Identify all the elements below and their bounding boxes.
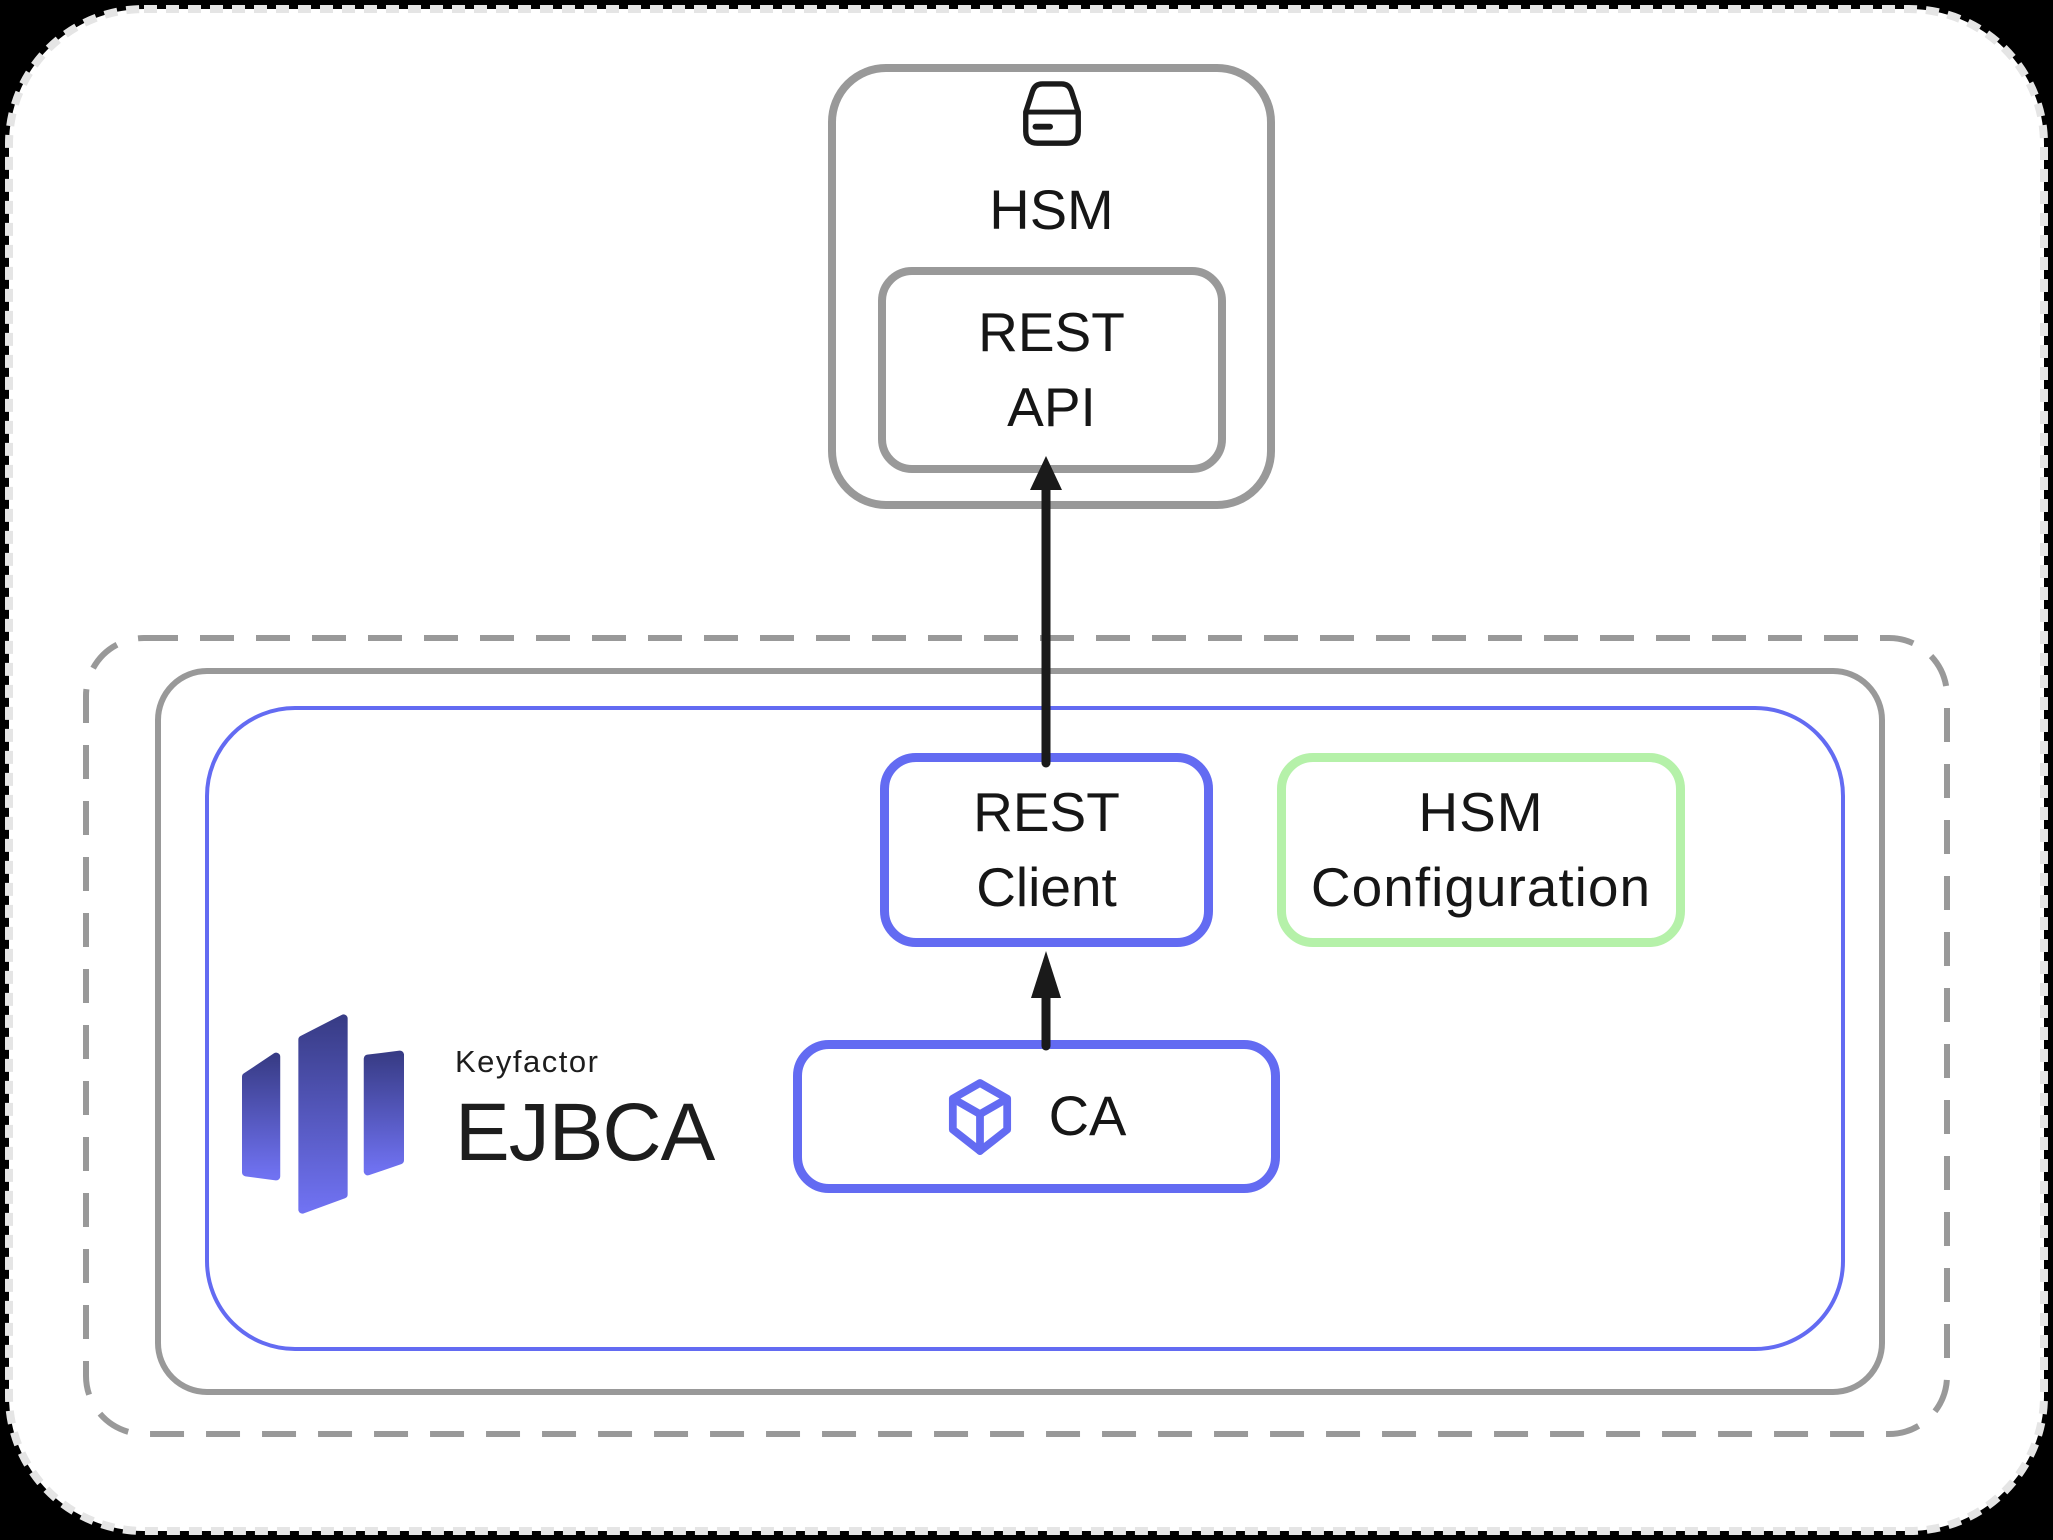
ca-label: CA xyxy=(1048,1084,1127,1148)
rest-client-label-line1: REST xyxy=(973,781,1120,844)
keyfactor-logo-mark xyxy=(242,1014,404,1214)
server-container-box xyxy=(155,668,1885,1395)
rest-api-label-line2: API xyxy=(1007,376,1096,438)
rest-api-label-line1: REST xyxy=(978,301,1125,364)
keyfactor-ejbca-logo: Keyfactor EJBCA xyxy=(455,1044,715,1180)
ejbca-container-box xyxy=(205,706,1845,1351)
rest-api-box: REST API xyxy=(877,267,1226,473)
rest-client-label-line2: Client xyxy=(976,856,1117,918)
hsm-label: HSM xyxy=(989,178,1114,241)
hsm-device-icon xyxy=(1022,81,1081,146)
logo-bar-left xyxy=(242,1052,281,1181)
ca-box: CA xyxy=(793,1040,1280,1193)
hsm-configuration-label-line2: Configuration xyxy=(1310,856,1652,918)
keyfactor-brand-text: Keyfactor xyxy=(455,1044,600,1079)
cube-icon xyxy=(948,1078,1011,1155)
hsm-group-box: HSM REST API xyxy=(828,64,1275,509)
logo-bar-middle xyxy=(298,1014,348,1214)
hsm-configuration-box: HSM Configuration xyxy=(1277,753,1685,947)
hsm-configuration-label-line1: HSM xyxy=(1418,781,1544,844)
logo-bar-right xyxy=(363,1050,404,1176)
ejbca-product-text: EJBCA xyxy=(455,1087,715,1178)
rest-client-box: REST Client xyxy=(880,753,1213,947)
